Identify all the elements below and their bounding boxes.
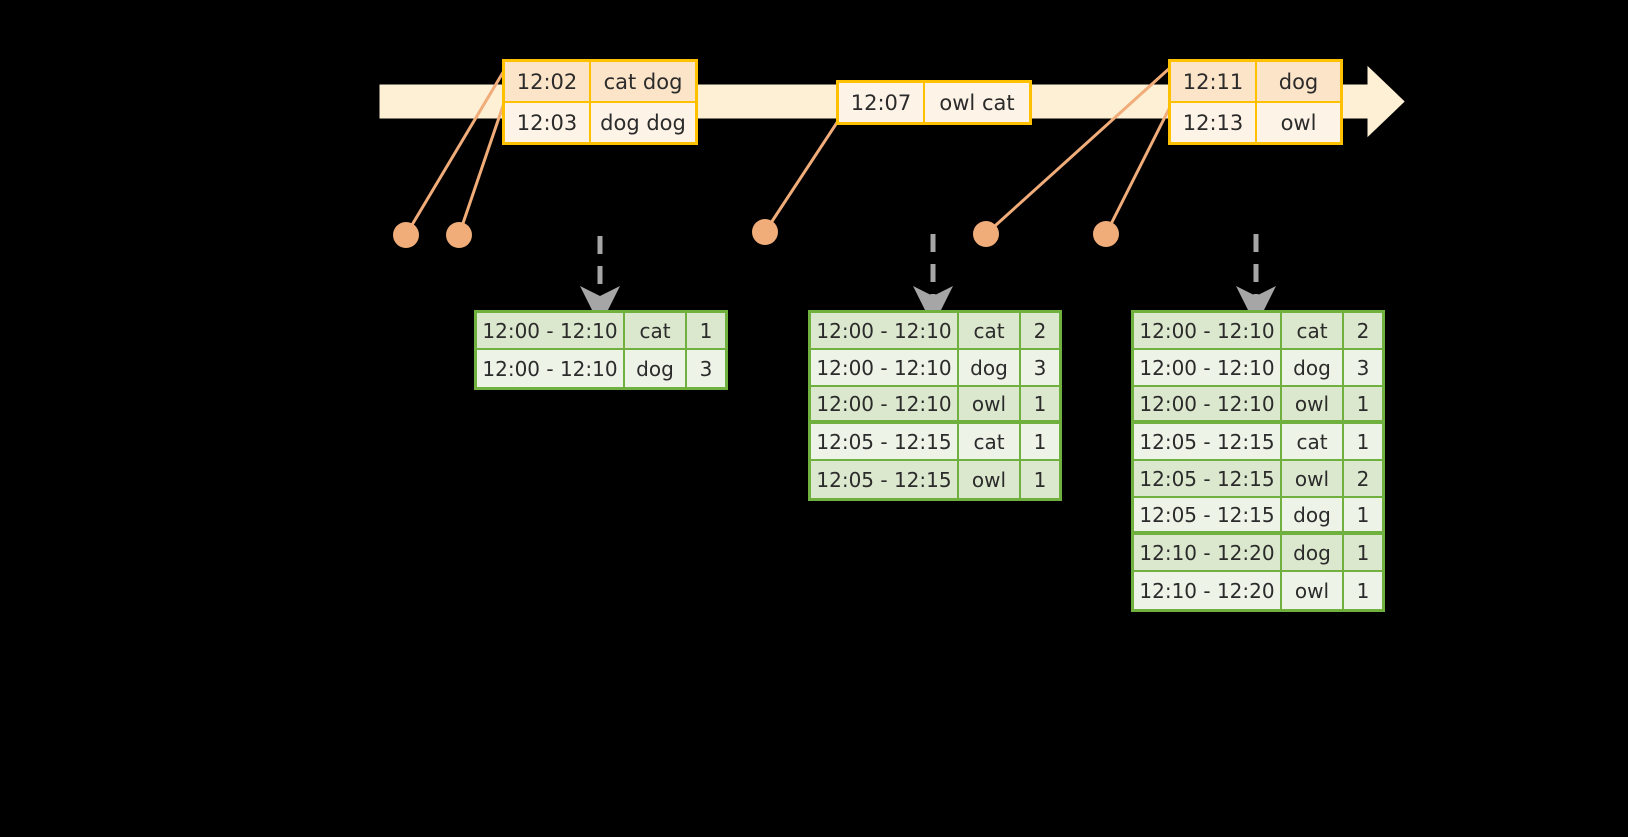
word-key-cell: cat <box>959 424 1021 461</box>
count-cell: 1 <box>1344 572 1382 609</box>
window-range-cell: 12:00 - 12:10 <box>811 350 959 387</box>
window-range-cell: 12:10 - 12:20 <box>1134 572 1282 609</box>
connector-1 <box>404 62 510 237</box>
word-key-cell: owl <box>1282 572 1344 609</box>
word-key-cell: owl <box>959 387 1021 424</box>
event-marker-5 <box>1093 221 1119 247</box>
count-cell: 1 <box>1021 387 1059 424</box>
word-key-cell: cat <box>625 313 687 350</box>
event-words: cat dog <box>589 62 695 101</box>
event-marker-1 <box>393 222 419 248</box>
count-cell: 2 <box>1344 313 1382 350</box>
count-cell: 1 <box>687 313 725 350</box>
word-key-cell: owl <box>1282 387 1344 424</box>
event-timestamp: 12:03 <box>505 103 589 142</box>
word-key-cell: owl <box>1282 461 1344 498</box>
window-range-cell: 12:05 - 12:15 <box>1134 461 1282 498</box>
word-key-cell: dog <box>1282 498 1344 535</box>
word-key-cell: dog <box>625 350 687 387</box>
count-cell: 3 <box>687 350 725 387</box>
window-range-cell: 12:05 - 12:15 <box>811 424 959 461</box>
count-cell: 3 <box>1021 350 1059 387</box>
word-key-cell: dog <box>1282 350 1344 387</box>
event-timestamp: 12:07 <box>839 83 923 122</box>
event-words: owl cat <box>923 83 1029 122</box>
window-range-cell: 12:00 - 12:10 <box>1134 350 1282 387</box>
event-timestamp: 12:11 <box>1171 62 1255 101</box>
event-words: owl <box>1255 103 1340 142</box>
window-range-cell: 12:00 - 12:10 <box>1134 387 1282 424</box>
window-range-cell: 12:00 - 12:10 <box>811 387 959 424</box>
window-range-cell: 12:05 - 12:15 <box>1134 498 1282 535</box>
word-key-cell: cat <box>1282 424 1344 461</box>
word-key-cell: owl <box>959 461 1021 498</box>
count-cell: 1 <box>1344 387 1382 424</box>
count-cell: 1 <box>1344 498 1382 535</box>
window-range-cell: 12:05 - 12:15 <box>811 461 959 498</box>
window-range-cell: 12:00 - 12:10 <box>477 313 625 350</box>
count-cell: 1 <box>1021 461 1059 498</box>
connector-5 <box>1104 101 1174 236</box>
connector-2 <box>457 98 507 237</box>
window-range-cell: 12:00 - 12:10 <box>477 350 625 387</box>
connector-3 <box>763 116 842 234</box>
emit-arrows <box>580 234 1276 326</box>
window-range-cell: 12:05 - 12:15 <box>1134 424 1282 461</box>
event-marker-2 <box>446 222 472 248</box>
count-cell: 1 <box>1021 424 1059 461</box>
count-cell: 1 <box>1344 535 1382 572</box>
count-cell: 1 <box>1344 424 1382 461</box>
word-key-cell: cat <box>959 313 1021 350</box>
event-words: dog <box>1255 62 1340 101</box>
count-cell: 3 <box>1344 350 1382 387</box>
count-cell: 2 <box>1021 313 1059 350</box>
word-key-cell: dog <box>959 350 1021 387</box>
window-range-cell: 12:00 - 12:10 <box>811 313 959 350</box>
event-marker-4 <box>973 221 999 247</box>
event-timestamp: 12:02 <box>505 62 589 101</box>
window-range-cell: 12:00 - 12:10 <box>1134 313 1282 350</box>
event-markers <box>393 219 1119 248</box>
event-timestamp: 12:13 <box>1171 103 1255 142</box>
event-words: dog dog <box>589 103 695 142</box>
count-cell: 2 <box>1344 461 1382 498</box>
word-key-cell: cat <box>1282 313 1344 350</box>
event-marker-3 <box>752 219 778 245</box>
word-key-cell: dog <box>1282 535 1344 572</box>
window-range-cell: 12:10 - 12:20 <box>1134 535 1282 572</box>
